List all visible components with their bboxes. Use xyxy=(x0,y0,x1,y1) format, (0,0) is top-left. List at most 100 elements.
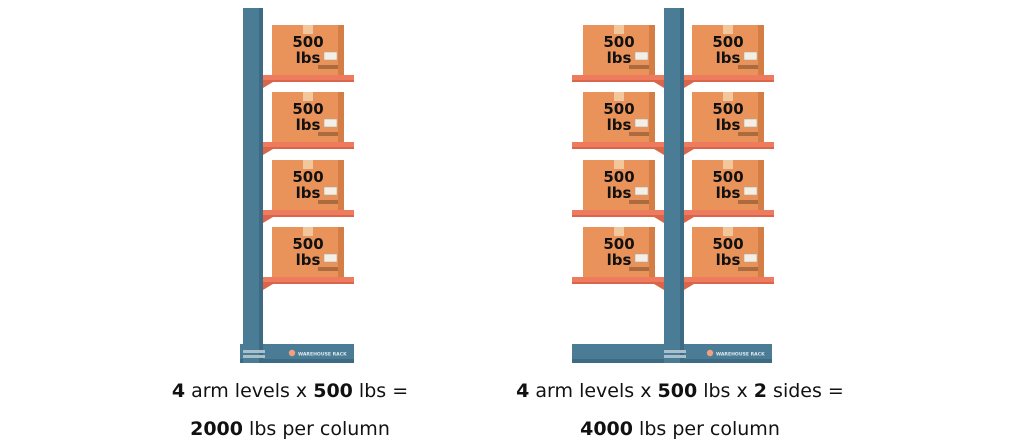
box-barcode xyxy=(629,200,649,204)
box-sticker xyxy=(323,253,338,263)
arm xyxy=(263,210,354,217)
box-sticker xyxy=(323,118,338,128)
box-shade xyxy=(338,25,344,75)
box-sticker xyxy=(634,51,649,61)
right-per-text: lbs per column xyxy=(633,418,780,440)
left-levels: 4 xyxy=(171,380,186,402)
logo-mark xyxy=(288,349,296,357)
box-sticker xyxy=(634,253,649,263)
box-tape xyxy=(723,25,733,34)
box-barcode xyxy=(738,200,758,204)
arm-bracket xyxy=(684,149,694,155)
box-barcode xyxy=(318,65,338,69)
arm-bracket xyxy=(263,284,273,290)
arm-bracket xyxy=(654,284,664,290)
foot-plate xyxy=(243,355,265,358)
arm xyxy=(263,142,354,149)
arm-shadow xyxy=(684,147,774,149)
right-weight: 500 xyxy=(657,380,698,402)
box-shade xyxy=(338,227,344,277)
box-shade xyxy=(758,160,764,210)
box-label-weight: 500 xyxy=(712,33,743,51)
arm-bracket xyxy=(654,217,664,223)
box-barcode xyxy=(318,200,338,204)
arm-shadow xyxy=(572,80,664,82)
arm xyxy=(263,75,354,82)
box-sticker xyxy=(743,51,758,61)
arm-shadow xyxy=(572,215,664,217)
box-tape xyxy=(303,92,313,101)
box-barcode xyxy=(738,65,758,69)
box-shade xyxy=(338,92,344,142)
left-arm-levels-text: arm levels x xyxy=(185,380,314,402)
box-label-unit: lbs xyxy=(296,116,321,134)
box-label-weight: 500 xyxy=(292,235,323,253)
arm-shadow xyxy=(263,282,354,284)
arm-shadow xyxy=(263,147,354,149)
base-logo: WAREHOUSE RACK xyxy=(706,349,765,358)
base-logo: WAREHOUSE RACK xyxy=(288,349,347,358)
arm-bracket xyxy=(684,217,694,223)
box-barcode xyxy=(318,132,338,136)
box-sticker xyxy=(743,253,758,263)
box-tape xyxy=(303,227,313,236)
arm-bracket xyxy=(654,82,664,88)
arm-bracket xyxy=(263,149,273,155)
box-label-weight: 500 xyxy=(712,235,743,253)
box-barcode xyxy=(318,267,338,271)
column-shade xyxy=(259,8,263,363)
box-tape xyxy=(614,25,624,34)
box-label-unit: lbs xyxy=(716,251,741,269)
right-sides: 2 xyxy=(753,380,768,402)
box-shade xyxy=(649,92,655,142)
arm xyxy=(684,277,774,284)
box-shade xyxy=(649,227,655,277)
arm-shadow xyxy=(572,282,664,284)
logo-mark xyxy=(706,349,714,357)
box-tape xyxy=(303,25,313,34)
arm-shadow xyxy=(263,80,354,82)
foot-plate xyxy=(664,355,686,358)
box-barcode xyxy=(629,65,649,69)
box-label-unit: lbs xyxy=(296,251,321,269)
arm-shadow xyxy=(263,215,354,217)
left-weight: 500 xyxy=(313,380,353,402)
right-arm-levels-text: arm levels x xyxy=(529,380,658,402)
box-sticker xyxy=(634,186,649,196)
arm xyxy=(684,210,774,217)
left-caption-line1: 4 arm levels x 500 lbs = xyxy=(150,380,430,402)
box-label-weight: 500 xyxy=(603,100,634,118)
box-label-unit: lbs xyxy=(716,49,741,67)
box-label-unit: lbs xyxy=(716,116,741,134)
right-sides-text: sides = xyxy=(767,380,844,402)
arm-bracket xyxy=(263,217,273,223)
arm-shadow xyxy=(684,282,774,284)
column xyxy=(243,8,263,363)
box-tape xyxy=(723,160,733,169)
box-label-unit: lbs xyxy=(607,116,632,134)
arm-bracket xyxy=(654,149,664,155)
arm xyxy=(684,75,774,82)
left-per-text: lbs per column xyxy=(243,418,390,440)
left-total: 2000 xyxy=(190,418,243,440)
logo-text: WAREHOUSE RACK xyxy=(716,352,765,358)
box-sticker xyxy=(743,186,758,196)
box-label-weight: 500 xyxy=(712,168,743,186)
arm-bracket xyxy=(684,284,694,290)
box-label-unit: lbs xyxy=(296,184,321,202)
arm-shadow xyxy=(572,147,664,149)
box-label-weight: 500 xyxy=(712,100,743,118)
box-shade xyxy=(758,25,764,75)
box-tape xyxy=(723,92,733,101)
base-shade xyxy=(240,359,354,363)
arm-bracket xyxy=(263,82,273,88)
